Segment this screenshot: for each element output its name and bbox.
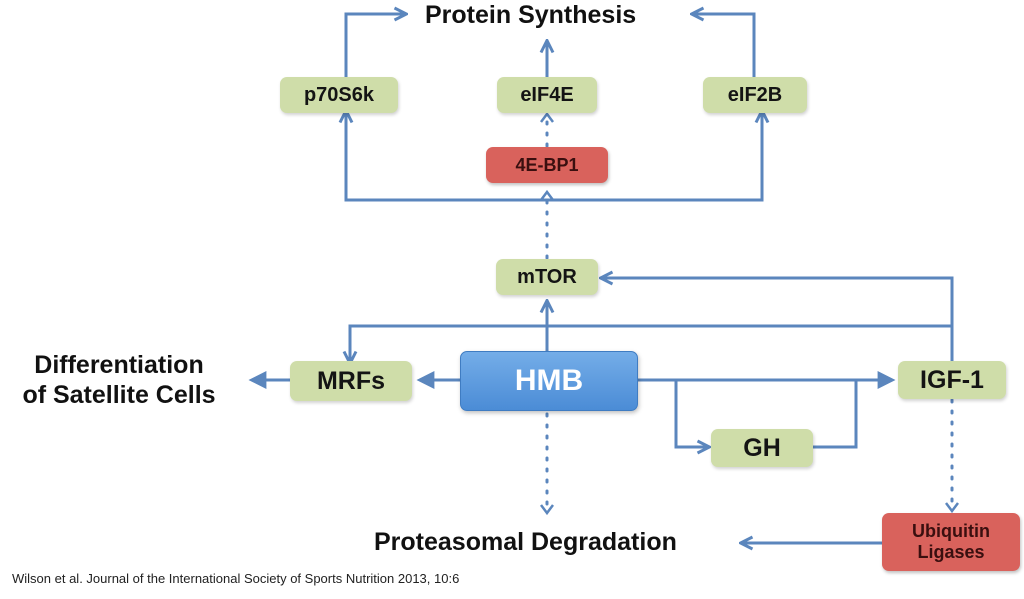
arrow-loop-to-p70s6k (346, 112, 547, 202)
arrow-top-to-mrfs (350, 324, 954, 368)
differentiation-label: Differentiation of Satellite Cells (4, 350, 234, 410)
citation-caption: Wilson et al. Journal of the Internation… (12, 571, 460, 586)
differentiation-line2: of Satellite Cells (22, 381, 216, 409)
node-hmb: HMB (460, 351, 638, 411)
arrowhead-ubiquitin (945, 502, 959, 514)
node-4ebp1: 4E-BP1 (486, 147, 608, 183)
node-4ebp1-label: 4E-BP1 (515, 154, 579, 175)
protein-synthesis-label: Protein Synthesis (425, 1, 637, 29)
node-mtor: mTOR (496, 259, 598, 295)
node-eif4e: eIF4E (497, 77, 597, 113)
node-igf1: IGF-1 (898, 361, 1006, 399)
arrow-eif2b-to-protein-synthesis (693, 14, 756, 78)
node-mtor-label: mTOR (517, 265, 577, 288)
arrow-p70s6k-to-protein-synthesis (344, 14, 405, 78)
node-hmb-label: HMB (514, 364, 584, 397)
node-gh: GH (711, 429, 813, 467)
node-ubiquitin-line2: Ligases (917, 542, 985, 562)
arrowhead-4ebp1 (540, 189, 554, 201)
arrow-gh-to-igf1 (812, 380, 858, 449)
arrowhead-eif4e (540, 111, 554, 123)
node-eif4e-label: eIF4E (520, 83, 574, 106)
node-ubiquitin-ligases: Ubiquitin Ligases (882, 513, 1020, 571)
arrow-igf1-to-mtor (602, 278, 954, 326)
arrow-loop-to-eif2b (547, 112, 762, 202)
node-eif2b-label: eIF2B (727, 83, 783, 106)
arrow-hmb-to-gh (674, 380, 708, 447)
node-eif2b: eIF2B (703, 77, 807, 113)
node-p70s6k-label: p70S6k (303, 83, 375, 106)
node-p70s6k: p70S6k (280, 77, 398, 113)
proteasomal-degradation-label: Proteasomal Degradation (374, 528, 677, 556)
arrowhead-degradation (540, 504, 554, 516)
node-ubiquitin-line1: Ubiquitin (912, 521, 990, 541)
node-mrfs-label: MRFs (316, 366, 386, 395)
node-gh-label: GH (743, 433, 781, 462)
node-mrfs: MRFs (290, 361, 412, 401)
node-igf1-label: IGF-1 (920, 365, 984, 394)
differentiation-line1: Differentiation (34, 351, 204, 379)
